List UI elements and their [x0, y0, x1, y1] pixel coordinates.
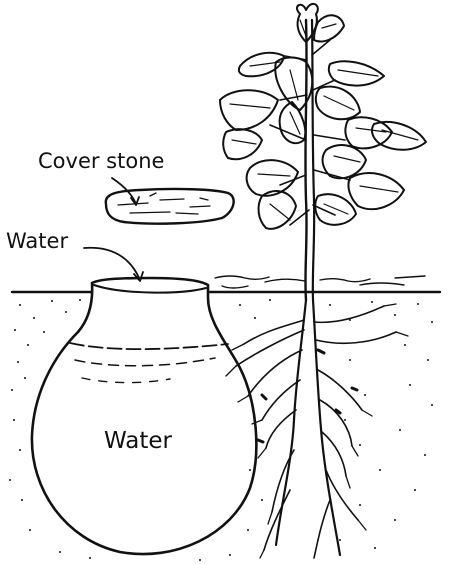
labels: Cover stone Water Water: [6, 149, 173, 454]
label-cover-stone: Cover stone: [38, 149, 164, 173]
label-water-inside: Water: [104, 428, 173, 454]
ground-line: [12, 276, 440, 292]
roots: [226, 300, 408, 558]
cover-stone: [106, 189, 234, 224]
clay-pot: [32, 278, 256, 554]
label-water-top: Water: [6, 229, 68, 253]
leaves: [220, 4, 426, 229]
plant: [220, 4, 426, 300]
